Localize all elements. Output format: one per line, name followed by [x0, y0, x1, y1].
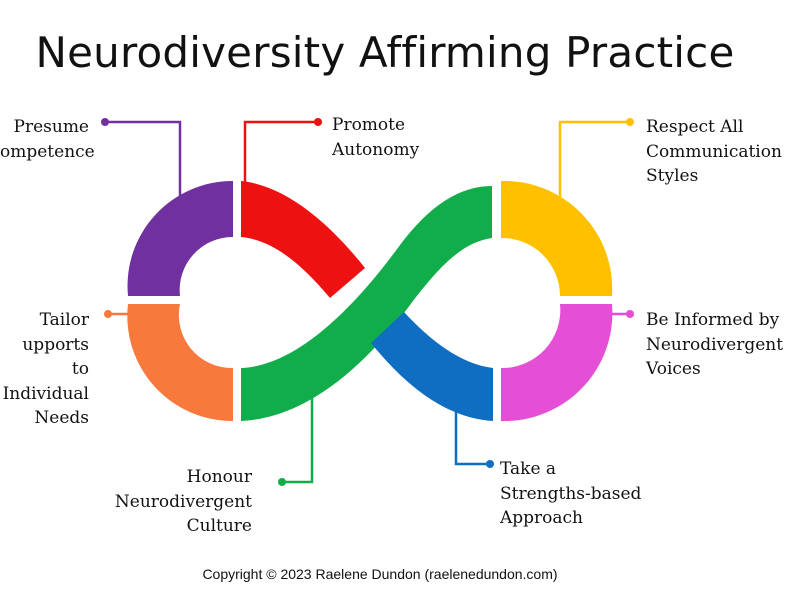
dot-magenta: [626, 310, 634, 318]
dot-purple: [101, 118, 109, 126]
segment-magenta: [501, 304, 613, 422]
segment-orange: [127, 304, 233, 422]
page-title: Neurodiversity Affirming Practice: [35, 28, 735, 77]
dot-blue: [486, 460, 494, 468]
segment-purple: [127, 180, 233, 296]
segment-green: [241, 186, 492, 421]
dot-orange: [104, 310, 112, 318]
label-strengths-based: Take a Strengths-based Approach: [500, 459, 642, 528]
connector-red: [243, 120, 318, 185]
segment-red: [241, 181, 365, 298]
label-presume-competence: Presume ompetence: [0, 117, 95, 162]
label-honour-culture: Honour Neurodivergent Culture: [114, 467, 252, 536]
dot-yellow: [626, 118, 634, 126]
dot-green: [278, 478, 286, 486]
segment-yellow: [501, 180, 613, 296]
connector-blue: [454, 405, 490, 466]
label-tailor-supports: Tailor upports to Individual Needs: [2, 310, 89, 428]
label-promote-autonomy: Promote Autonomy: [332, 115, 420, 160]
label-respect-communication: Respect All Communication Styles: [646, 117, 782, 186]
label-be-informed: Be Informed by Neurodivergent Voices: [646, 310, 784, 379]
segment-blue: [371, 312, 493, 421]
connector-green: [282, 398, 314, 484]
connector-purple: [105, 120, 182, 200]
copyright-notice: Copyright © 2023 Raelene Dundon (raelene…: [202, 566, 558, 582]
connector-yellow: [558, 120, 630, 205]
dot-red: [314, 118, 322, 126]
